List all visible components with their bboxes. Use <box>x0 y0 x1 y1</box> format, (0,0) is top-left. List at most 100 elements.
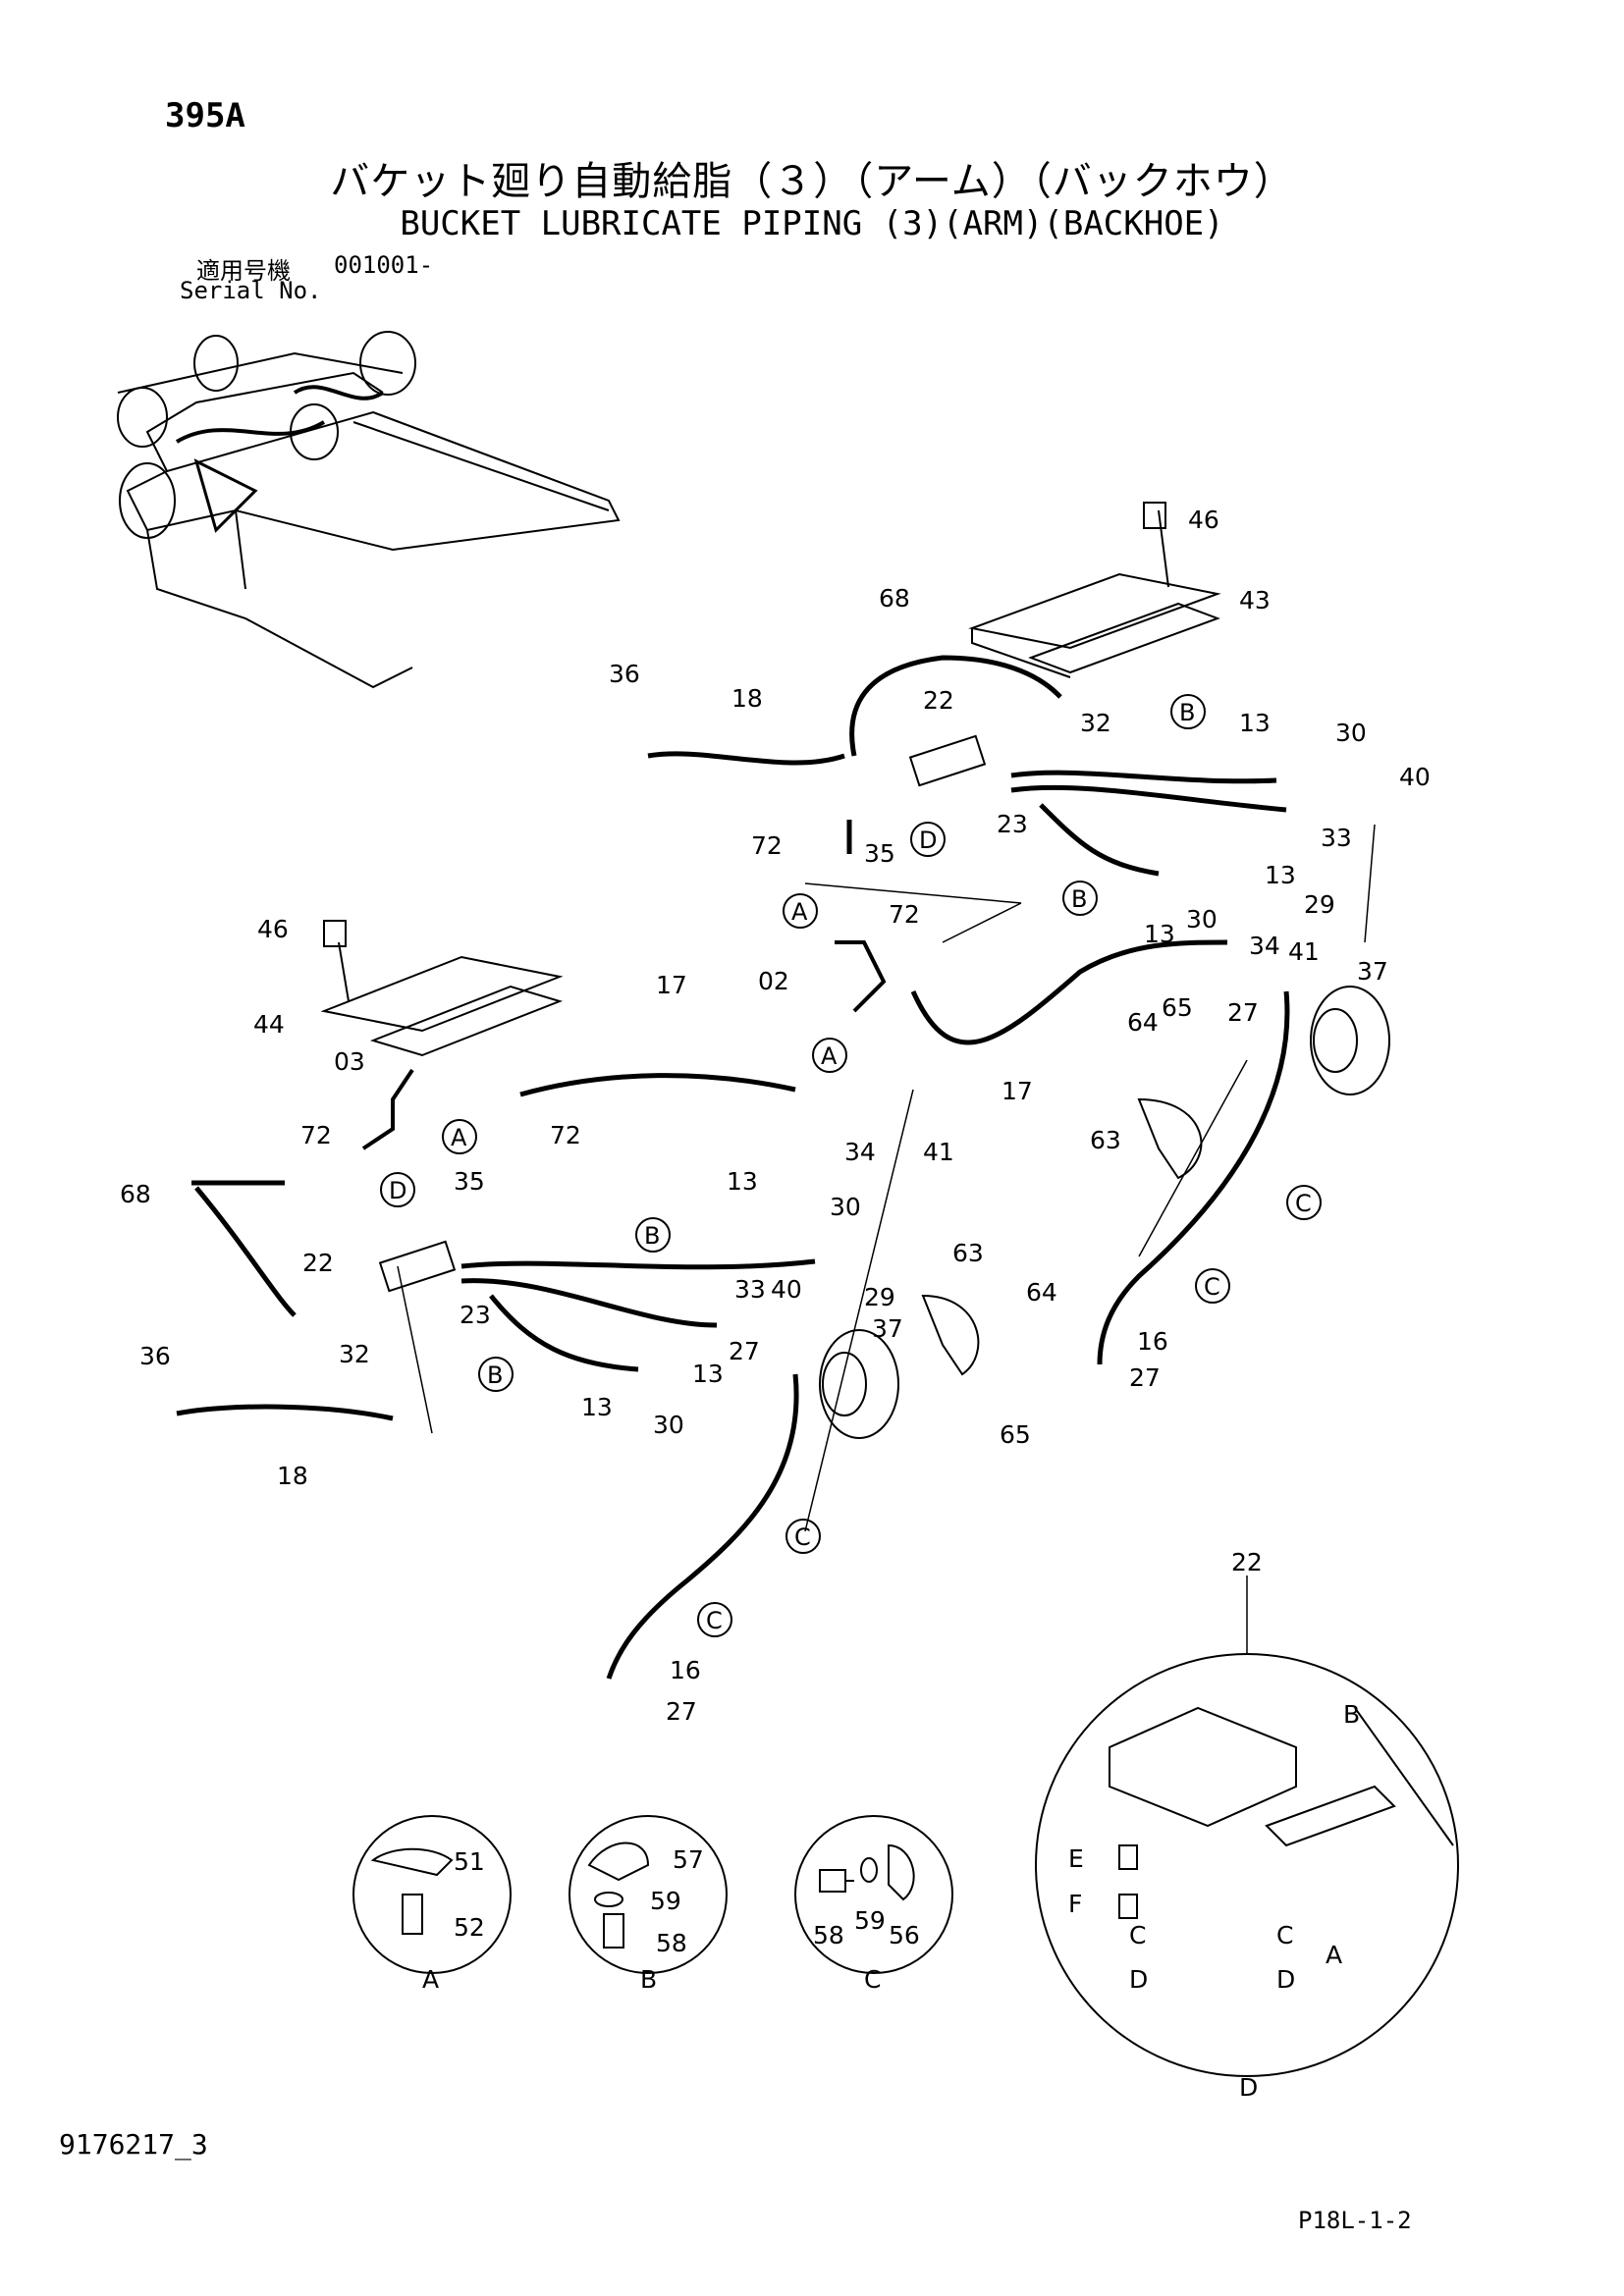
callout-13a: 13 <box>1239 709 1271 737</box>
callout-18a: 18 <box>731 684 763 713</box>
callout-27d: 27 <box>666 1697 697 1726</box>
callout-18b: 18 <box>277 1462 308 1490</box>
bushing-wheel-upper <box>1310 986 1390 1095</box>
callout-51: 51 <box>454 1847 485 1876</box>
callout-37b: 37 <box>872 1314 903 1343</box>
detail-circle-b <box>568 1815 728 1974</box>
detail-label-c: C <box>864 1965 881 1994</box>
ref-mark-b4: B <box>487 1362 503 1389</box>
ref-mark-c1: C <box>1295 1190 1312 1217</box>
ref-mark-b1: B <box>1179 699 1195 726</box>
callout-64b: 64 <box>1026 1278 1057 1307</box>
callout-37a: 37 <box>1357 957 1388 986</box>
callout-17a: 17 <box>656 971 687 999</box>
guard-63-upper <box>1137 1097 1203 1180</box>
detail-labels: A B C D E F C C D D A B <box>422 1700 1360 2102</box>
detail-d-label-d1: D <box>1129 1965 1148 1994</box>
callout-34b: 34 <box>844 1138 876 1166</box>
cover-plate-43 <box>968 502 1221 678</box>
callout-13d: 13 <box>727 1167 758 1196</box>
callout-46b: 46 <box>257 915 289 943</box>
bushing-wheel-lower <box>819 1329 899 1439</box>
callout-59b: 59 <box>854 1906 886 1935</box>
arm-overview-illustration <box>117 331 621 689</box>
callout-30d: 30 <box>653 1411 684 1439</box>
callout-22a: 22 <box>923 686 954 715</box>
detail-d-label-d2: D <box>1276 1965 1295 1994</box>
callout-52: 52 <box>454 1913 485 1942</box>
callout-27b: 27 <box>1129 1363 1161 1392</box>
serial-value: 001001- <box>334 251 434 279</box>
detail-d-label-a: A <box>1326 1941 1342 1969</box>
hoses-lower <box>176 1073 816 1680</box>
guard-63-lower <box>921 1294 980 1376</box>
callout-65b: 65 <box>1000 1420 1031 1449</box>
callout-16b: 16 <box>670 1656 701 1684</box>
callout-46a: 46 <box>1188 506 1219 534</box>
detail-d-label-c1: C <box>1129 1921 1146 1949</box>
callout-68a: 68 <box>879 584 910 613</box>
callout-43: 43 <box>1239 586 1271 614</box>
callout-68b: 68 <box>120 1180 151 1208</box>
detail-d-label-b: B <box>1343 1700 1360 1729</box>
callout-65a: 65 <box>1162 993 1193 1022</box>
ref-mark-d2: D <box>389 1177 406 1204</box>
callout-13e: 13 <box>692 1360 724 1388</box>
ref-mark-a2: A <box>821 1042 838 1070</box>
callout-36a: 36 <box>609 660 640 688</box>
callout-03: 03 <box>334 1047 365 1076</box>
ref-mark-c3: C <box>794 1523 811 1551</box>
callout-23b: 23 <box>460 1301 491 1329</box>
callout-22c: 22 <box>1231 1548 1263 1576</box>
detail-label-d: D <box>1239 2073 1258 2102</box>
cover-plate-44 <box>320 920 564 1057</box>
callout-40a: 40 <box>1399 763 1431 791</box>
callout-40b: 40 <box>771 1275 802 1304</box>
callout-33a: 33 <box>1321 824 1352 852</box>
ref-mark-c4: C <box>706 1607 723 1634</box>
callout-32a: 32 <box>1080 709 1111 737</box>
callout-29a: 29 <box>1304 890 1335 919</box>
callout-72c: 72 <box>550 1121 581 1149</box>
detail-label-b: B <box>640 1965 657 1994</box>
callout-44: 44 <box>253 1010 285 1039</box>
distributor-block-22-lower <box>378 1240 457 1293</box>
callout-labels: 46 43 68 36 18 22 32 13 30 40 72 35 23 1… <box>120 506 1431 1957</box>
ref-mark-a1: A <box>791 898 808 926</box>
callout-36b: 36 <box>139 1342 171 1370</box>
callout-33b: 33 <box>734 1275 766 1304</box>
tube-02 <box>835 940 887 1013</box>
callout-64a: 64 <box>1127 1008 1159 1037</box>
callout-30a: 30 <box>1335 719 1367 747</box>
detail-label-a: A <box>422 1965 439 1994</box>
ref-mark-c2: C <box>1204 1273 1220 1301</box>
detail-d-label-f: F <box>1068 1890 1082 1918</box>
document-number: 9176217_3 <box>59 2128 208 2161</box>
distributor-block-22-upper <box>908 734 987 787</box>
callout-35a: 35 <box>864 839 895 868</box>
tube-03 <box>361 1068 414 1150</box>
callout-72b: 72 <box>889 900 920 929</box>
sheet-code: P18L-1-2 <box>1298 2207 1412 2234</box>
callout-29b: 29 <box>864 1283 895 1311</box>
callout-30c: 30 <box>830 1193 861 1221</box>
guide-lines <box>397 824 1376 1532</box>
callout-56: 56 <box>889 1921 920 1949</box>
callout-57: 57 <box>673 1845 704 1874</box>
hoses-upper <box>647 655 1290 1365</box>
detail-d-label-e: E <box>1068 1844 1084 1873</box>
title-japanese: バケット廻り自動給脂（３）（アーム）（バックホウ） <box>330 159 1294 204</box>
callout-13c: 13 <box>1144 920 1175 948</box>
callout-17b: 17 <box>1001 1077 1033 1105</box>
ref-mark-a3: A <box>451 1124 467 1151</box>
title-english: BUCKET LUBRICATE PIPING (3)(ARM)(BACKHOE… <box>400 204 1224 243</box>
callout-58b: 58 <box>813 1921 844 1949</box>
detail-circle-d <box>1035 1653 1459 2077</box>
callout-72a: 72 <box>751 831 783 860</box>
callout-13b: 13 <box>1265 861 1296 889</box>
callout-13f: 13 <box>581 1393 613 1421</box>
callout-41b: 41 <box>923 1138 954 1166</box>
callout-63a: 63 <box>1090 1126 1121 1154</box>
callout-58a: 58 <box>656 1929 687 1957</box>
